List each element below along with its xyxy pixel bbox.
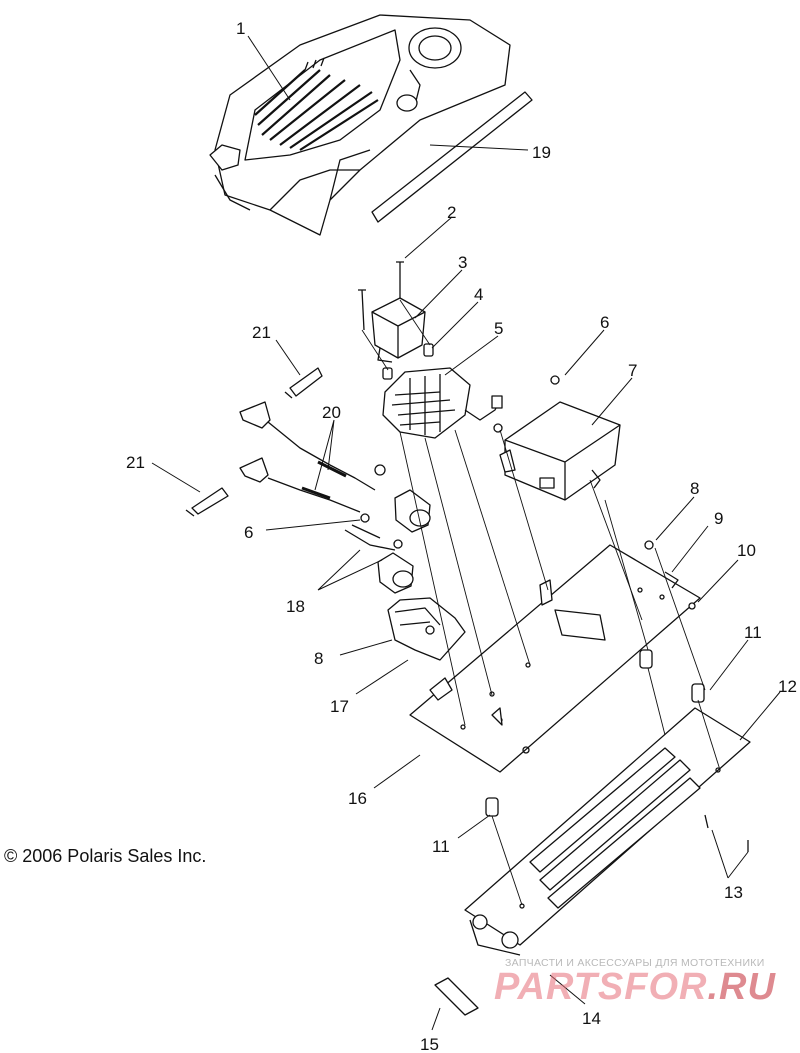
callout-16: 16 <box>348 789 367 808</box>
callout-6-left: 6 <box>244 523 253 542</box>
callout-18: 18 <box>286 597 305 616</box>
callout-14: 14 <box>582 1009 601 1028</box>
callout-12: 12 <box>778 677 797 696</box>
callout-21-top: 21 <box>252 323 271 342</box>
callout-9: 9 <box>714 509 723 528</box>
callout-8-left: 8 <box>314 649 323 668</box>
callout-15: 15 <box>420 1035 439 1053</box>
callout-3: 3 <box>458 253 467 272</box>
engine-cover <box>209 14 511 236</box>
callout-7: 7 <box>628 361 637 380</box>
heat-sink-plate <box>464 707 751 956</box>
electrical-module <box>382 367 503 439</box>
copyright-notice: © 2006 Polaris Sales Inc. <box>4 846 207 866</box>
ignition-coils <box>344 464 431 594</box>
callout-13: 13 <box>724 883 743 902</box>
watermark-brand-mid: FOR <box>624 966 708 1008</box>
coil-bracket <box>387 597 466 661</box>
callout-1: 1 <box>236 19 245 38</box>
callout-19: 19 <box>532 143 551 162</box>
cover-seal-strip <box>371 91 533 223</box>
watermark-brand: PARTSFOR.RU <box>494 966 776 1009</box>
spark-plug-wires <box>185 367 376 517</box>
callout-11-right: 11 <box>744 623 762 642</box>
callout-10: 10 <box>737 541 756 560</box>
callout-5: 5 <box>494 319 503 338</box>
assembly-lines <box>361 299 721 906</box>
watermark-brand-right: .RU <box>707 966 776 1008</box>
leader-lines <box>151 35 781 1031</box>
callout-6-top: 6 <box>600 313 609 332</box>
callout-17: 17 <box>330 697 349 716</box>
standoffs <box>485 540 749 852</box>
callout-labels: 1 19 2 3 4 5 6 7 21 20 21 8 9 6 10 18 11… <box>126 19 797 1053</box>
control-unit-box <box>499 375 621 501</box>
callout-8-right: 8 <box>690 479 699 498</box>
mounting-plate <box>409 544 701 773</box>
callout-21-left: 21 <box>126 453 145 472</box>
callout-4: 4 <box>474 285 483 304</box>
regulator-assembly <box>358 261 434 380</box>
callout-20: 20 <box>322 403 341 422</box>
watermark-brand-left: PARTS <box>494 966 625 1008</box>
callout-11-left: 11 <box>432 837 450 856</box>
small-bracket <box>434 977 479 1016</box>
callout-2: 2 <box>447 203 456 222</box>
watermark-tagline: ЗАПЧАСТИ И АКСЕССУАРЫ ДЛЯ МОТОТЕХНИКИ <box>505 957 765 969</box>
